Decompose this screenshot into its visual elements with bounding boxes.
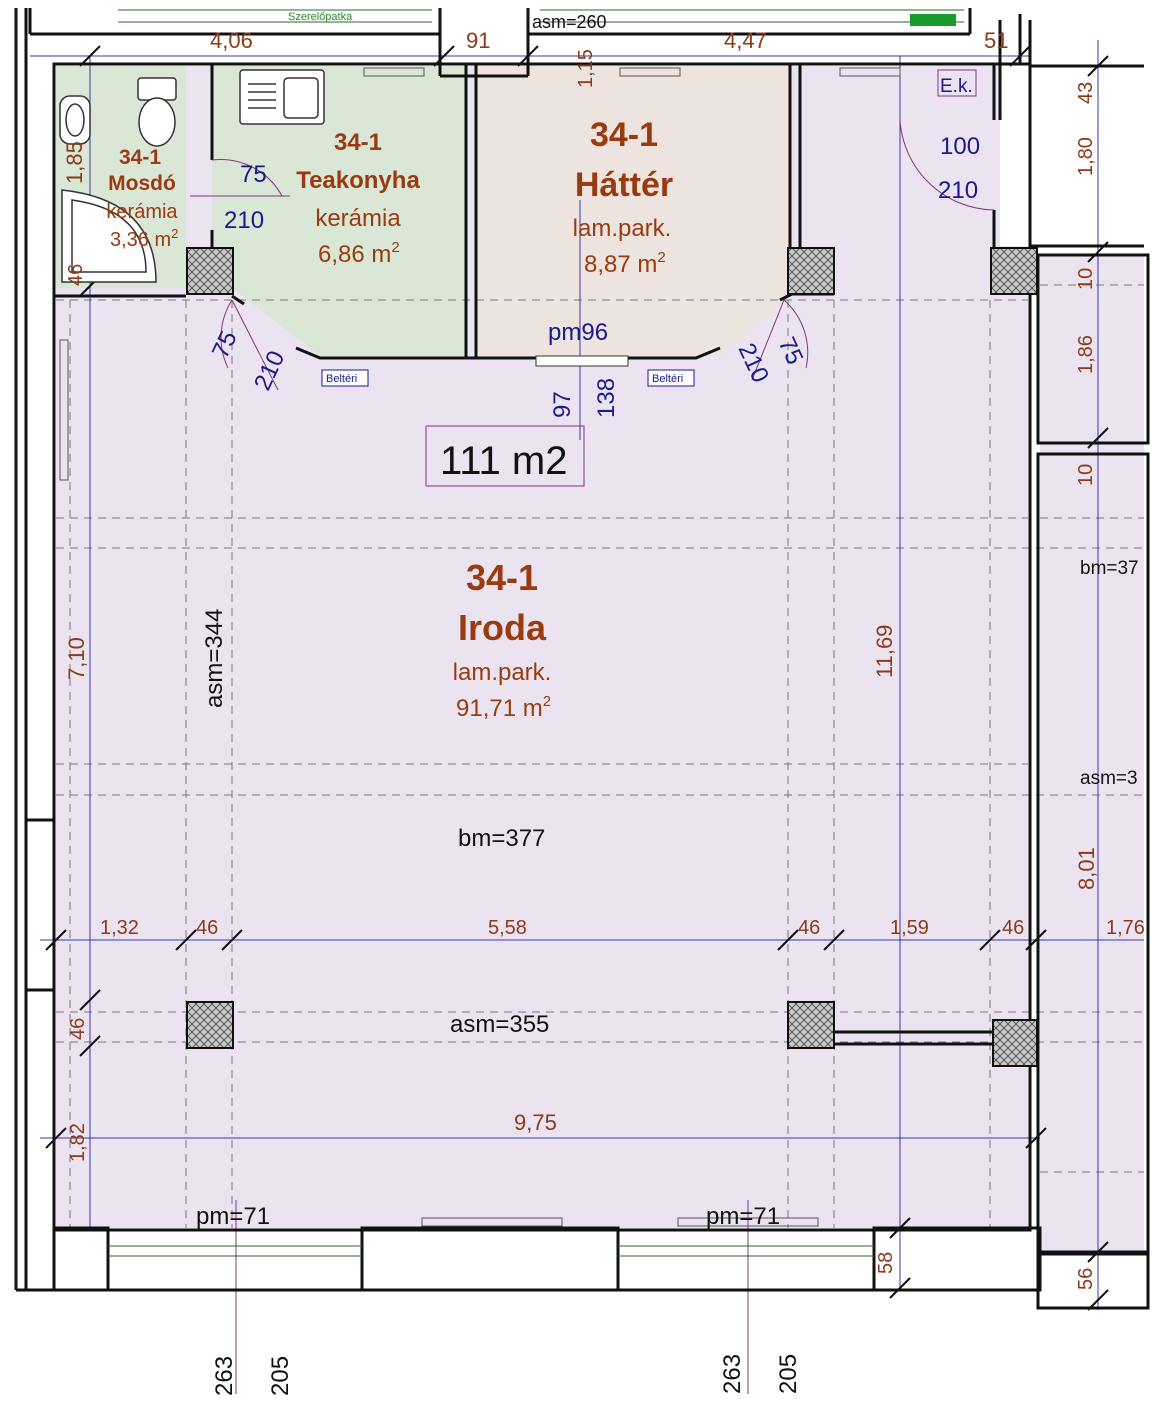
room-mosdo: 34-1 Mosdó kerámia 3,36 m2 <box>106 146 178 251</box>
dim-label: 1,59 <box>890 917 929 939</box>
grid-lines <box>56 284 1144 1228</box>
dim-label: 97 <box>549 391 576 418</box>
bm37-right-label: bm=37 <box>1080 558 1139 579</box>
dim-label: 56 <box>1075 1268 1097 1290</box>
ek-label: E.k. <box>940 76 973 97</box>
dim-label: 46 <box>65 264 87 286</box>
dim-label: 46 <box>196 917 218 939</box>
kitchen-sink-icon <box>239 69 325 125</box>
room-iroda: 34-1 Iroda lam.park. 91,71 m2 <box>453 557 552 722</box>
room-name: Teakonyha <box>296 167 420 194</box>
dim-label: 8,01 <box>1074 847 1099 890</box>
room-name: Iroda <box>458 607 547 648</box>
dim-label: 205 <box>775 1354 802 1394</box>
dim-label: 1,76 <box>1106 917 1145 939</box>
column <box>787 1001 835 1049</box>
room-floor: kerámia <box>106 201 178 223</box>
dim-label: 7,10 <box>64 637 89 680</box>
dim-label: 46 <box>1002 917 1024 939</box>
room-floor: lam.park. <box>573 215 672 242</box>
door-swings <box>190 119 995 391</box>
dim-label: 4,47 <box>724 28 767 53</box>
dim-label: 10 <box>1075 464 1097 486</box>
dim-label: 51 <box>984 28 1008 53</box>
column <box>186 1001 234 1049</box>
door-height: 210 <box>938 177 978 204</box>
belteri-tag: Beltéri <box>326 373 357 385</box>
dim-label: 46 <box>67 1018 89 1040</box>
corner-shower-icon <box>61 189 157 283</box>
toilet-icon <box>137 77 177 147</box>
room-name: Mosdó <box>108 172 176 195</box>
door-width: 75 <box>240 161 267 188</box>
pm96-label: pm96 <box>548 319 608 346</box>
room-name: Háttér <box>575 166 673 204</box>
room-teakonyha: 34-1 Teakonyha kerámia 6,86 m2 <box>296 129 420 268</box>
dim-label: 1,32 <box>100 917 139 939</box>
pm71-label: pm=71 <box>196 1203 270 1230</box>
szerelopatka-label: Szerelőpatka <box>288 11 353 23</box>
door-width: 100 <box>940 133 980 160</box>
corridor-strip <box>1000 66 1144 246</box>
room-floor: kerámia <box>315 205 401 232</box>
room-code: 34-1 <box>466 557 538 598</box>
dimension-lines <box>30 40 1144 1394</box>
dim-label: 9,75 <box>514 1110 557 1135</box>
dim-label: 1,15 <box>575 49 597 88</box>
asm355-label: asm=355 <box>450 1011 549 1038</box>
asm344-label: asm=344 <box>201 609 228 708</box>
dim-label: 10 <box>1075 268 1097 290</box>
room-code: 34-1 <box>119 146 161 169</box>
dim-label: 58 <box>875 1252 897 1274</box>
belteri-tag: Beltéri <box>652 373 683 385</box>
door-height: 210 <box>224 207 264 234</box>
dim-label: 1,85 <box>62 141 87 184</box>
dim-label: 1,80 <box>1075 137 1097 176</box>
top-asm-label: asm=260 <box>532 12 607 32</box>
dim-label: 46 <box>798 917 820 939</box>
room-area: 3,36 m2 <box>110 226 178 251</box>
dim-label: 263 <box>211 1356 238 1396</box>
dim-label: 138 <box>593 378 620 418</box>
fixtures <box>59 69 325 283</box>
asm3-right-label: asm=3 <box>1080 768 1138 789</box>
dim-label: 43 <box>1075 82 1097 104</box>
dim-label: 263 <box>719 1354 746 1394</box>
dim-label: 91 <box>466 28 490 53</box>
room-hatter: 34-1 Háttér lam.park. 8,87 m2 <box>573 116 673 278</box>
structural-columns <box>186 247 1038 1067</box>
column <box>787 247 835 295</box>
pm71-label: pm=71 <box>706 1203 780 1230</box>
room-code: 34-1 <box>590 116 658 154</box>
dim-label: 4,06 <box>210 28 253 53</box>
total-area: 111 m2 <box>440 439 567 483</box>
right-strip-floor <box>1040 255 1144 1255</box>
column <box>990 247 1038 295</box>
walls <box>14 8 1150 1310</box>
column <box>992 1019 1038 1067</box>
dim-label: 1,82 <box>67 1123 89 1162</box>
dim-label: 1,86 <box>1075 335 1097 374</box>
room-area: 8,87 m2 <box>584 249 666 278</box>
dim-label: 205 <box>267 1356 294 1396</box>
kitchen-lower-floor <box>232 288 466 356</box>
dim-label: 11,69 <box>872 625 897 678</box>
room-area: 91,71 m2 <box>456 693 551 722</box>
room-floor: lam.park. <box>453 659 552 686</box>
room-area: 6,86 m2 <box>318 239 400 268</box>
background-room-floor <box>476 66 790 356</box>
sink-icon <box>59 95 91 145</box>
dim-label: 5,58 <box>488 917 527 939</box>
bm377-label: bm=377 <box>458 825 545 852</box>
column <box>186 247 234 295</box>
room-code: 34-1 <box>334 129 382 156</box>
